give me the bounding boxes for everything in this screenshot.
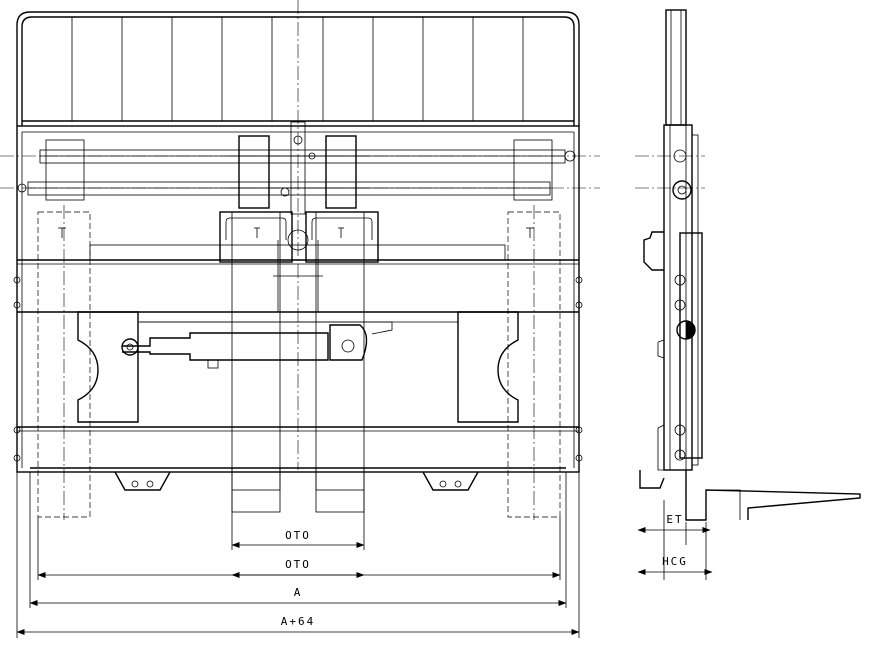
sideshift-cylinder [77,311,519,423]
dim-label-hcg: HCG [662,555,688,568]
dim-label-oto-inner: OTO [285,529,311,542]
side-fork [685,470,861,521]
side-bolts [13,276,583,462]
bottom-pads [114,467,479,491]
side-dimension-lines [637,500,713,580]
cylinder-plate [89,244,506,261]
guide-shafts [17,139,576,201]
fork-hooks [219,211,379,513]
dim-label-oto-outer: OTO [285,558,311,571]
dim-label-a: A [294,586,303,599]
outer-fork-positions [37,211,561,518]
center-mechanism [230,121,370,312]
dimension-lines [16,542,580,635]
dim-label-a-plus-64: A+64 [281,615,316,628]
extension-lines [16,472,580,638]
side-view: ET HCG [635,9,861,580]
dim-label-et: ET [666,513,683,526]
side-carriage [635,124,705,489]
side-backrest [665,9,687,126]
front-view: OTO OTO A A+64 [0,0,600,638]
center-lines [0,0,600,520]
